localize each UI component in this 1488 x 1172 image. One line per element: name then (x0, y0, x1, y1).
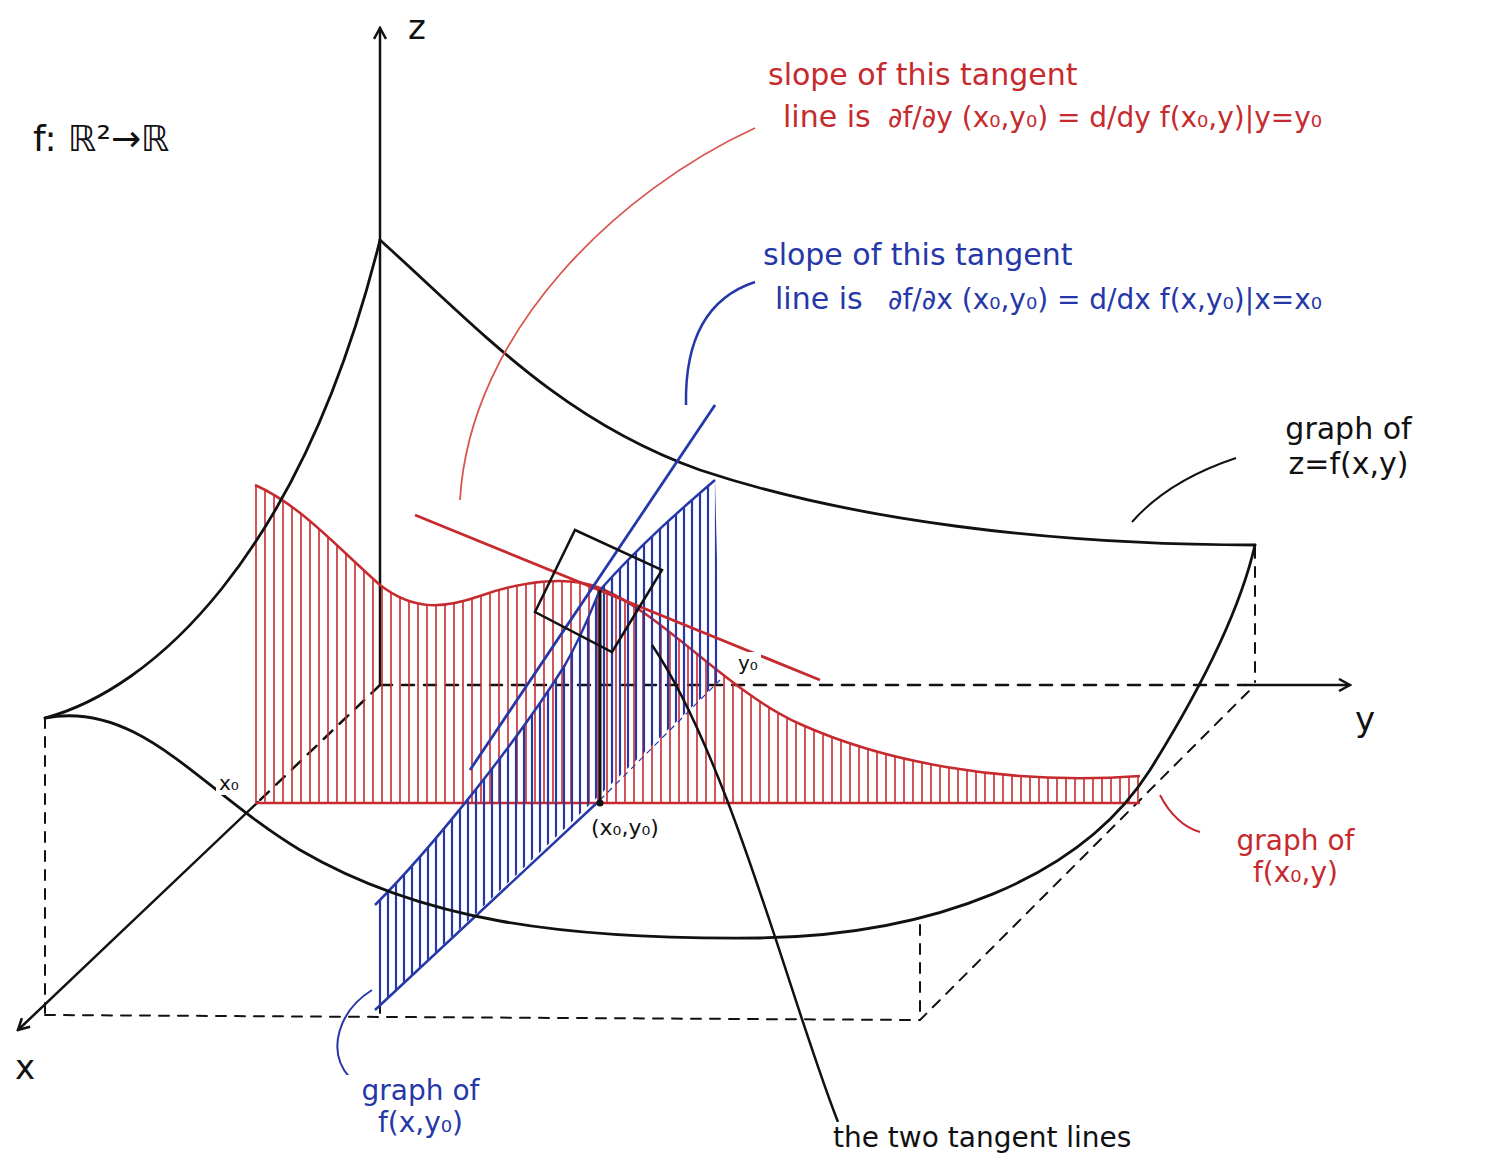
function-signature: f: ℝ²→ℝ (30, 118, 173, 159)
annotation-text: slope of this tangent (765, 58, 1081, 93)
surface-leader (1132, 458, 1236, 522)
axis-name: z (405, 8, 429, 47)
y-axis (1245, 684, 1350, 687)
x-axis (18, 802, 258, 1030)
blue-curve (375, 480, 715, 905)
annotation-text: slope of this tangent (760, 238, 1076, 273)
blue-section (375, 480, 720, 1010)
graph-label: graph of z=f(x,y) (1238, 412, 1459, 481)
red-graph-leader (1160, 795, 1200, 832)
formula: ∂f/∂x (x₀,y₀) = d/dx f(x,y₀)|x=x₀ (885, 284, 1325, 316)
leader-note: the two tangent lines (830, 1122, 1134, 1154)
tangent-leader (652, 645, 838, 1122)
blue-leader (686, 282, 755, 405)
red-tangent (415, 515, 820, 680)
red-base (255, 802, 1140, 805)
graph-label: graph of f(x,y₀) (330, 1075, 511, 1139)
point-label: x₀ (216, 772, 242, 795)
base-point (597, 800, 604, 807)
blue-tangent (470, 405, 715, 770)
axis-name: y (1352, 700, 1378, 739)
red-leader (460, 128, 755, 500)
annotation-text: line is (772, 282, 866, 317)
point-vertical (599, 590, 602, 803)
surface-front-edge (45, 545, 1255, 938)
axis-name: x (12, 1048, 38, 1087)
formula: ∂f/∂y (x₀,y₀) = d/dy f(x₀,y)|y=y₀ (885, 102, 1325, 134)
point-label: y₀ (735, 652, 761, 675)
blue-base (375, 800, 600, 1010)
surface-left-edge (45, 240, 380, 718)
graph-label: graph of f(x₀,y) (1205, 825, 1386, 889)
point-label: (x₀,y₀) (588, 815, 662, 840)
annotation-text: line is (780, 100, 874, 135)
blue-graph-leader (337, 990, 372, 1078)
